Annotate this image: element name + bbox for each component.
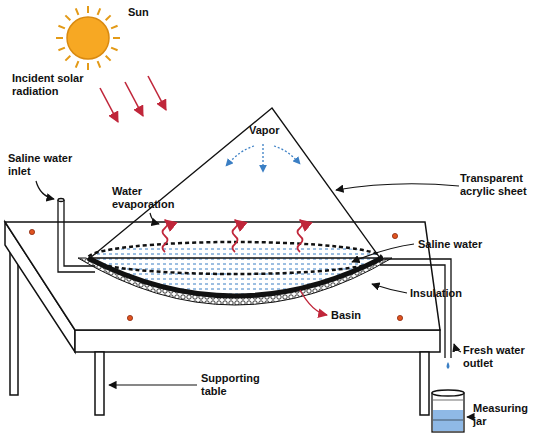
sun-ray [87,6,89,13]
vapor-label: Vapor [249,124,294,137]
saline-water [85,249,385,294]
insulation-label: Insulation [410,287,490,300]
sun-ray [58,48,64,51]
screws [29,229,402,320]
basin-shell [88,258,382,296]
sun-ray [65,56,70,61]
sun-ray [111,48,117,51]
sun-ray [76,8,79,14]
sun-ray [111,26,117,29]
basin-arrow [300,290,327,315]
sun-ray [98,61,101,67]
measuring-jar [432,390,464,432]
sun-ray [76,61,79,67]
sun-ray [58,26,64,29]
jar-label: Measuring jar [473,402,539,428]
evaporation-waves [163,220,303,252]
inlet-label: Saline water inlet [8,152,86,178]
water-drop [447,362,450,369]
cover-label: Transparent acrylic sheet [460,172,540,198]
sun-ray [87,63,89,70]
sun-ray [106,15,111,20]
basin-label: Basin [331,309,381,322]
sun-ray [113,37,120,39]
vapor-arrows [226,144,300,172]
sun [56,6,120,70]
outlet-label: Fresh water outlet [463,344,539,370]
evaporation-label: Water evaporation [112,185,190,211]
radiation-label: Incident solar radiation [12,72,104,98]
table-label: Supporting table [201,372,273,398]
sun-ray [106,56,111,61]
insulation-layer [78,258,392,305]
water-label: Saline water [418,238,508,251]
sun-ray [56,37,63,39]
outlet-pipe [380,259,451,358]
leader-arrows [36,181,471,417]
acrylic-cover [90,108,380,258]
sun-ray [98,8,101,14]
sun-label: Sun [128,6,168,19]
sun-ray [65,15,70,20]
radiation-arrows [100,76,166,122]
